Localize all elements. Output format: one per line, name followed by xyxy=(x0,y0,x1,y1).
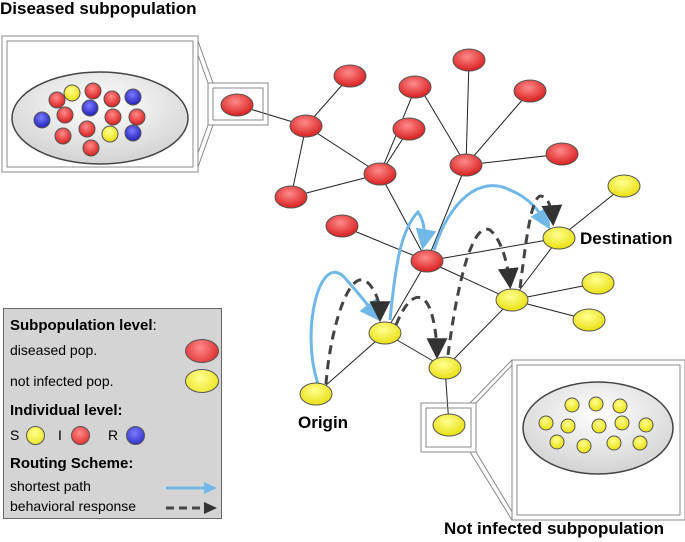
legend-subpop-colon: : xyxy=(152,317,157,334)
legend-diseased-label: diseased pop. xyxy=(10,342,98,358)
legend-i-swatch xyxy=(71,426,90,445)
legend-s-label: S xyxy=(10,427,20,443)
legend-i-label: I xyxy=(58,427,62,443)
legend-r-swatch xyxy=(126,426,145,445)
not-infected-subpopulation-title: Not infected subpopulation xyxy=(444,519,665,538)
shortest-path-routes xyxy=(309,184,551,385)
legend-diseased-swatch xyxy=(185,339,219,363)
legend-individual-title: Individual level: xyxy=(10,402,123,419)
legend-not-infected-label: not infected pop. xyxy=(10,373,114,389)
zoom-connector-healthy xyxy=(469,359,518,521)
legend-s-swatch xyxy=(26,426,45,445)
not-infected-nodes xyxy=(299,174,641,437)
legend-r-label: R xyxy=(108,427,119,443)
legend-shortest-label: shortest path xyxy=(10,478,91,494)
legend-behavioral-arrow xyxy=(166,502,217,514)
diseased-subpopulation-zoom xyxy=(1,35,199,173)
zoom-source-frames xyxy=(207,82,477,453)
diseased-nodes xyxy=(220,48,579,273)
legend-behavioral-label: behavioral response xyxy=(10,498,137,514)
destination-label: Destination xyxy=(580,229,673,248)
legend-panel: Subpopulation level: diseased pop. not i… xyxy=(3,308,222,519)
not-infected-subpopulation-zoom xyxy=(511,359,685,521)
diseased-subpopulation-title: Diseased subpopulation xyxy=(0,0,197,18)
behavioral-response-routes xyxy=(324,194,563,385)
legend-shortest-arrow xyxy=(166,482,217,494)
legend-not-infected-swatch xyxy=(185,369,219,393)
origin-label: Origin xyxy=(298,413,349,432)
legend-subpop-title: Subpopulation level xyxy=(10,317,153,334)
legend-subpop-heading: Subpopulation level: xyxy=(10,317,157,334)
legend-routing-title: Routing Scheme: xyxy=(10,455,134,472)
